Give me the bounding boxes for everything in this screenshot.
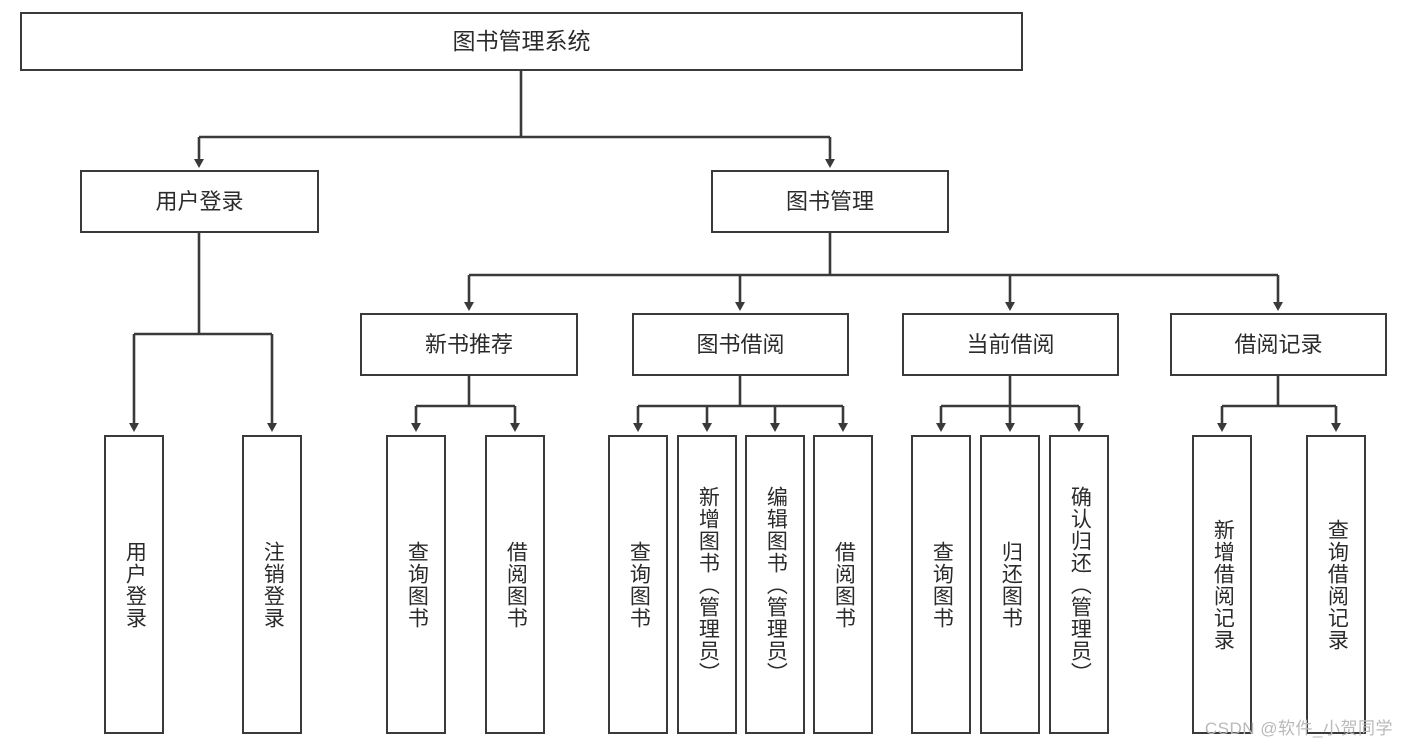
leaf-borrow-record-query-record[interactable]: 查询借阅记录: [1306, 435, 1366, 734]
node-label: 借阅记录: [1234, 331, 1323, 357]
node-book-management[interactable]: 图书管理: [711, 170, 949, 233]
node-label: 图书借阅: [696, 331, 785, 357]
node-label: 归还图书: [999, 540, 1023, 629]
node-label: 图书管理: [785, 188, 874, 214]
node-label: 借阅图书: [832, 540, 856, 629]
leaf-borrow-record-add-record[interactable]: 新增借阅记录: [1192, 435, 1252, 734]
node-label: 用户登录: [155, 188, 244, 214]
leaf-current-borrow-query-book[interactable]: 查询图书: [911, 435, 971, 734]
node-label: 新书推荐: [424, 331, 513, 357]
leaf-book-borrow-edit-book-admin[interactable]: 编辑图书（管理员）: [745, 435, 805, 734]
node-label: 注销登录: [261, 540, 285, 629]
leaf-new-book-query-book[interactable]: 查询图书: [386, 435, 446, 734]
node-label: 查询图书: [405, 540, 429, 629]
node-label: 图书管理系统: [452, 27, 591, 54]
watermark-text: CSDN @软件_小贺同学: [1204, 719, 1393, 738]
node-label: 查询图书: [627, 540, 651, 629]
node-label: 编辑图书（管理员）: [764, 485, 788, 684]
node-book-borrow[interactable]: 图书借阅: [632, 313, 849, 376]
leaf-current-borrow-confirm-return-admin[interactable]: 确认归还（管理员）: [1049, 435, 1109, 734]
leaf-book-borrow-query-book[interactable]: 查询图书: [608, 435, 668, 734]
leaf-new-book-borrow-book[interactable]: 借阅图书: [485, 435, 545, 734]
leaf-user-login-login[interactable]: 用户登录: [104, 435, 164, 734]
node-label: 新增图书（管理员）: [696, 485, 720, 684]
node-label: 确认归还（管理员）: [1068, 485, 1092, 684]
leaf-book-borrow-add-book-admin[interactable]: 新增图书（管理员）: [677, 435, 737, 734]
node-label: 用户登录: [123, 540, 147, 629]
node-root-book-management-system[interactable]: 图书管理系统: [20, 12, 1023, 71]
node-label: 查询借阅记录: [1325, 518, 1349, 651]
node-current-borrow[interactable]: 当前借阅: [902, 313, 1119, 376]
node-new-book-recommendation[interactable]: 新书推荐: [360, 313, 578, 376]
leaf-current-borrow-return-book[interactable]: 归还图书: [980, 435, 1040, 734]
leaf-user-login-logout[interactable]: 注销登录: [242, 435, 302, 734]
node-label: 借阅图书: [504, 540, 528, 629]
node-user-login[interactable]: 用户登录: [80, 170, 319, 233]
node-label: 新增借阅记录: [1211, 518, 1235, 651]
node-borrow-record[interactable]: 借阅记录: [1170, 313, 1387, 376]
leaf-book-borrow-borrow-book[interactable]: 借阅图书: [813, 435, 873, 734]
node-label: 当前借阅: [966, 331, 1055, 357]
node-label: 查询图书: [930, 540, 954, 629]
